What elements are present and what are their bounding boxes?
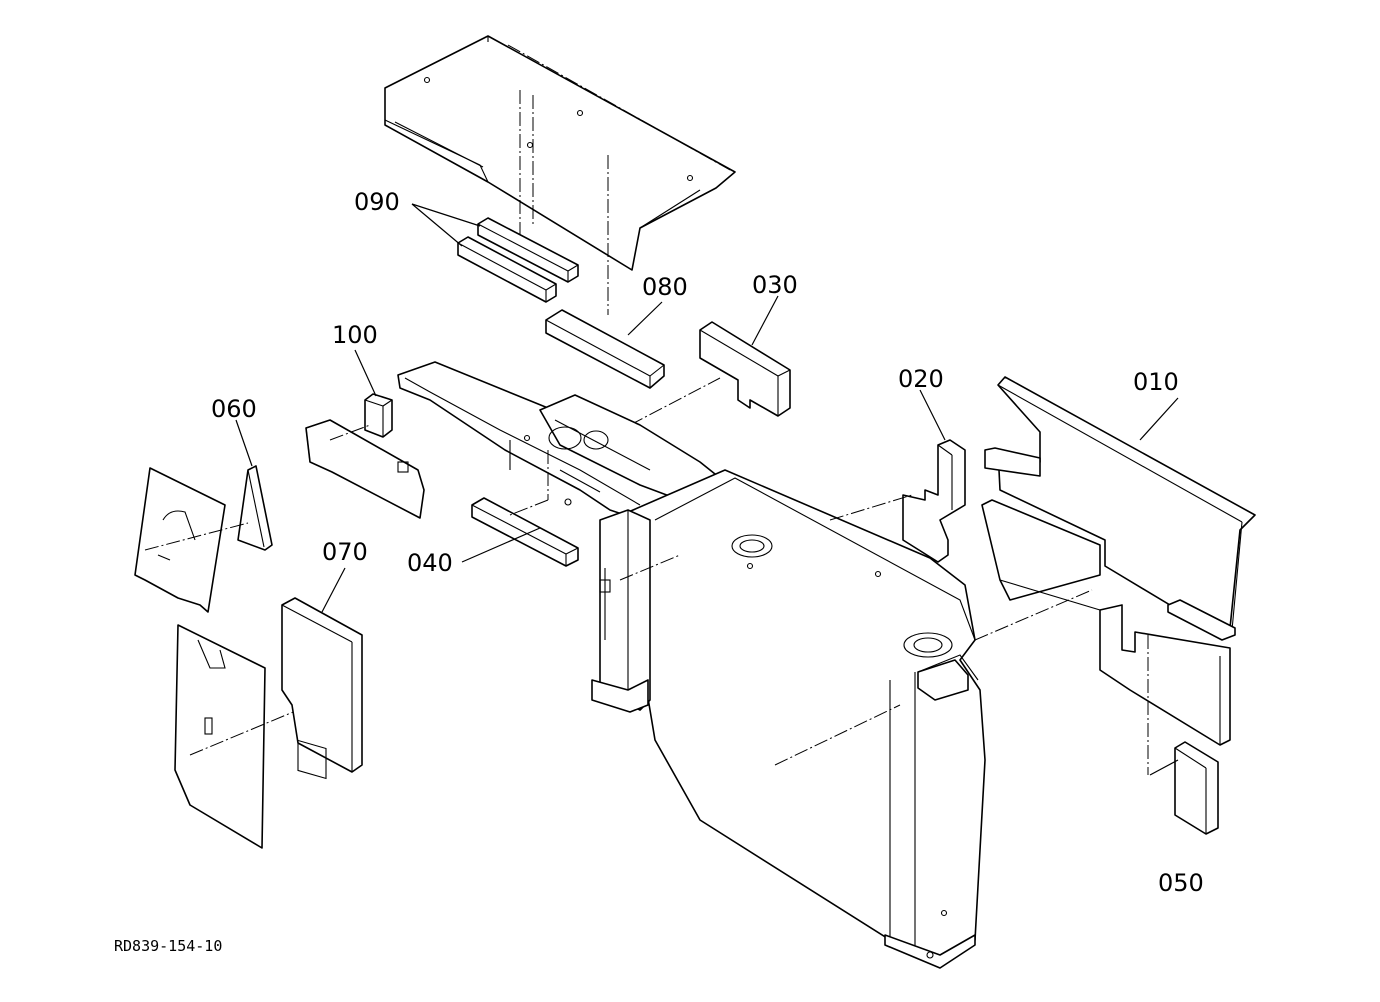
top-plate bbox=[384, 35, 736, 315]
leader-010 bbox=[1139, 397, 1179, 441]
label-070: 070 bbox=[322, 538, 368, 566]
leader-090-b bbox=[411, 203, 463, 247]
leader-050 bbox=[1149, 759, 1179, 776]
centerline-tank bbox=[774, 704, 901, 766]
label-030: 030 bbox=[752, 271, 798, 299]
label-060: 060 bbox=[211, 395, 257, 423]
centerline-040 bbox=[509, 499, 549, 516]
pad-010-lower bbox=[981, 499, 1236, 746]
centerline-post bbox=[619, 554, 681, 581]
left-lower-panel bbox=[174, 624, 299, 849]
label-010: 010 bbox=[1133, 368, 1179, 396]
pad-010-upper bbox=[984, 376, 1256, 636]
pad-030 bbox=[699, 321, 791, 417]
pad-040 bbox=[471, 497, 579, 567]
main-tank-body bbox=[609, 469, 986, 969]
cover-070 bbox=[281, 597, 363, 780]
label-100: 100 bbox=[332, 321, 378, 349]
wedge-060 bbox=[237, 465, 273, 551]
pad-090-upper bbox=[477, 217, 579, 283]
centerline-010 bbox=[974, 589, 1093, 641]
label-040: 040 bbox=[407, 549, 453, 577]
pad-020 bbox=[902, 439, 966, 563]
pad-050 bbox=[1174, 741, 1219, 835]
leader-090-a bbox=[411, 203, 481, 227]
pad-090-lower bbox=[457, 236, 557, 303]
leader-020 bbox=[919, 389, 946, 441]
block-100 bbox=[364, 393, 393, 438]
label-020: 020 bbox=[898, 365, 944, 393]
leader-070 bbox=[321, 567, 346, 613]
side-bracket-panel bbox=[305, 419, 425, 519]
label-090: 090 bbox=[354, 188, 400, 216]
centerline-030 bbox=[629, 377, 721, 426]
label-050: 050 bbox=[1158, 869, 1204, 897]
pad-080 bbox=[545, 309, 665, 389]
leader-100 bbox=[354, 349, 377, 397]
leader-040 bbox=[461, 527, 541, 563]
centerline-020 bbox=[829, 494, 913, 521]
diagram-code: RD839-154-10 bbox=[114, 937, 222, 955]
label-080: 080 bbox=[642, 273, 688, 301]
channel-post bbox=[591, 509, 651, 713]
leader-030 bbox=[751, 295, 779, 346]
left-upper-panel bbox=[134, 467, 249, 613]
leader-060 bbox=[235, 419, 253, 467]
leader-080 bbox=[627, 301, 663, 336]
